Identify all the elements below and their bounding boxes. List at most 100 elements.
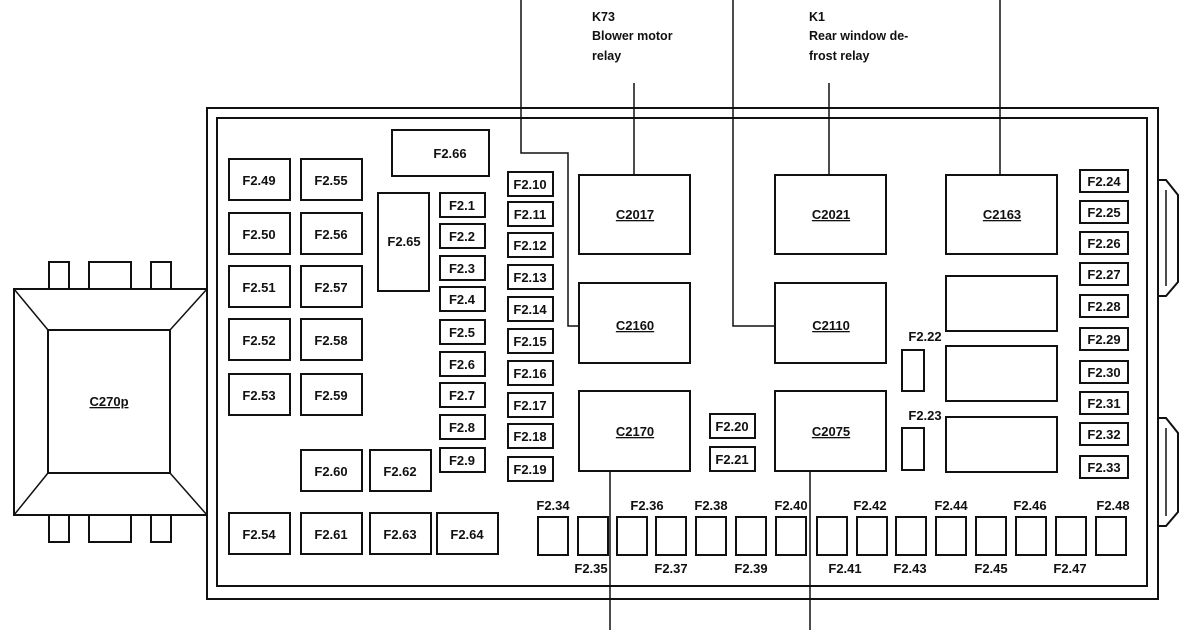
- fuse-label: F2.11: [514, 207, 547, 222]
- fuse-label: F2.55: [314, 173, 347, 188]
- fuse-f2-37: F2.37: [654, 516, 688, 576]
- relay-slot-empty: [945, 345, 1058, 402]
- fuse-label: F2.19: [513, 462, 546, 477]
- relay-label: C2163: [983, 207, 1021, 222]
- fuse-label: F2.3: [449, 261, 475, 276]
- fuse-label: F2.38: [694, 498, 727, 513]
- relay-c2160: C2160: [578, 282, 691, 364]
- fuse-f2-34: F2.34: [536, 498, 570, 556]
- fuse-label: F2.4: [449, 292, 476, 307]
- fuse-label: F2.22: [908, 329, 941, 344]
- fuse-label: F2.60: [314, 464, 347, 479]
- fuse-f2-6: F2.6: [439, 351, 486, 377]
- fuse-f2-39: F2.39: [734, 516, 768, 576]
- fuse-label: F2.36: [630, 498, 663, 513]
- fuse-f2-23: F2.23: [901, 408, 942, 471]
- fuse-f2-51: F2.51: [228, 265, 291, 308]
- connector-pin: [150, 513, 172, 543]
- fuse-f2-10: F2.10: [507, 171, 554, 197]
- fuse-label: F2.2: [449, 229, 475, 244]
- fuse-label: F2.33: [1087, 460, 1120, 475]
- relay-c2017: C2017: [578, 174, 691, 255]
- fuse-label: F2.53: [242, 388, 275, 403]
- fuse-label: F2.10: [513, 177, 546, 192]
- fuse-label: F2.46: [1013, 498, 1046, 513]
- fuse-f2-3: F2.3: [439, 255, 486, 281]
- fuse-f2-52: F2.52: [228, 318, 291, 361]
- fuse-label: F2.37: [654, 561, 687, 576]
- fuse-label: F2.45: [974, 561, 1007, 576]
- fuse-f2-27: F2.27: [1079, 262, 1129, 286]
- fuse-label: F2.27: [1087, 267, 1120, 282]
- fuse-f2-30: F2.30: [1079, 360, 1129, 384]
- callout-line1: Rear window de-: [809, 29, 908, 43]
- fuse-f2-32: F2.32: [1079, 422, 1129, 446]
- fuse-label: F2.1: [449, 198, 475, 213]
- relay-label: C2075: [812, 424, 850, 439]
- fuse-label: F2.59: [314, 388, 347, 403]
- fuse-label: F2.54: [242, 527, 276, 542]
- fuse-f2-18: F2.18: [507, 423, 554, 449]
- fuse-f2-11: F2.11: [507, 201, 554, 227]
- fuse-f2-58: F2.58: [300, 318, 363, 361]
- connector-pin: [88, 261, 132, 291]
- callout-line2: relay: [592, 49, 621, 63]
- fuse-label: F2.12: [513, 238, 546, 253]
- fuse-f2-63: F2.63: [369, 512, 432, 555]
- fuse-label: F2.61: [314, 527, 347, 542]
- fuse-f2-25: F2.25: [1079, 200, 1129, 224]
- fuse-f2-19: F2.19: [507, 456, 554, 482]
- fuse-label: F2.17: [513, 398, 546, 413]
- fuse-label: F2.65: [387, 234, 420, 249]
- fuse-f2-33: F2.33: [1079, 455, 1129, 479]
- relay-c2163: C2163: [945, 174, 1058, 255]
- relay-label: C2160: [616, 318, 654, 333]
- fuse-label: F2.41: [828, 561, 861, 576]
- fuse-label: F2.5: [449, 325, 475, 340]
- fuse-f2-12: F2.12: [507, 232, 554, 258]
- fuse-f2-40: F2.40: [774, 498, 808, 556]
- relay-slot-empty: [945, 416, 1058, 473]
- fuse-label: F2.62: [383, 464, 416, 479]
- fuse-label: F2.23: [908, 408, 941, 423]
- fuse-f2-44: F2.44: [934, 498, 968, 556]
- fuse-f2-62: F2.62: [369, 449, 432, 492]
- fuse-label: F2.30: [1087, 365, 1120, 380]
- callout-k73: K73 Blower motor relay: [592, 10, 673, 63]
- fuse-label: F2.50: [242, 227, 275, 242]
- fuse-f2-16: F2.16: [507, 360, 554, 386]
- fuse-label: F2.40: [774, 498, 807, 513]
- fuse-f2-49: F2.49: [228, 158, 291, 201]
- connector-c270p: C270p: [13, 261, 208, 543]
- fuse-f2-31: F2.31: [1079, 391, 1129, 415]
- fuse-label: F2.15: [513, 334, 546, 349]
- mounting-tab-upper: [1158, 179, 1179, 297]
- connector-pin: [48, 261, 70, 291]
- fuse-label: F2.64: [450, 527, 484, 542]
- fuse-f2-5: F2.5: [439, 319, 486, 345]
- fuse-f2-24: F2.24: [1079, 169, 1129, 193]
- fuse-label: F2.13: [513, 270, 546, 285]
- fuse-f2-66: F2.66: [391, 129, 490, 177]
- relay-label: C2110: [812, 318, 850, 333]
- fuse-f2-55: F2.55: [300, 158, 363, 201]
- fuse-f2-26: F2.26: [1079, 231, 1129, 255]
- fuse-f2-15: F2.15: [507, 328, 554, 354]
- fuse-f2-2: F2.2: [439, 223, 486, 249]
- relay-label: C2170: [616, 424, 654, 439]
- mounting-tab-lower: [1158, 417, 1179, 527]
- relay-c2021: C2021: [774, 174, 887, 255]
- fuse-label: F2.6: [449, 357, 475, 372]
- fuse-f2-14: F2.14: [507, 296, 554, 322]
- fuse-f2-9: F2.9: [439, 447, 486, 473]
- fuse-f2-22: F2.22: [901, 329, 942, 392]
- fuse-label: F2.63: [383, 527, 416, 542]
- fuse-f2-20: F2.20: [709, 413, 756, 439]
- fuse-f2-1: F2.1: [439, 192, 486, 218]
- fuse-f2-29: F2.29: [1079, 327, 1129, 351]
- leader-line: [732, 0, 775, 327]
- fuse-f2-13: F2.13: [507, 264, 554, 290]
- relay-c2075: C2075: [774, 390, 887, 472]
- fuse-label: F2.31: [1087, 396, 1120, 411]
